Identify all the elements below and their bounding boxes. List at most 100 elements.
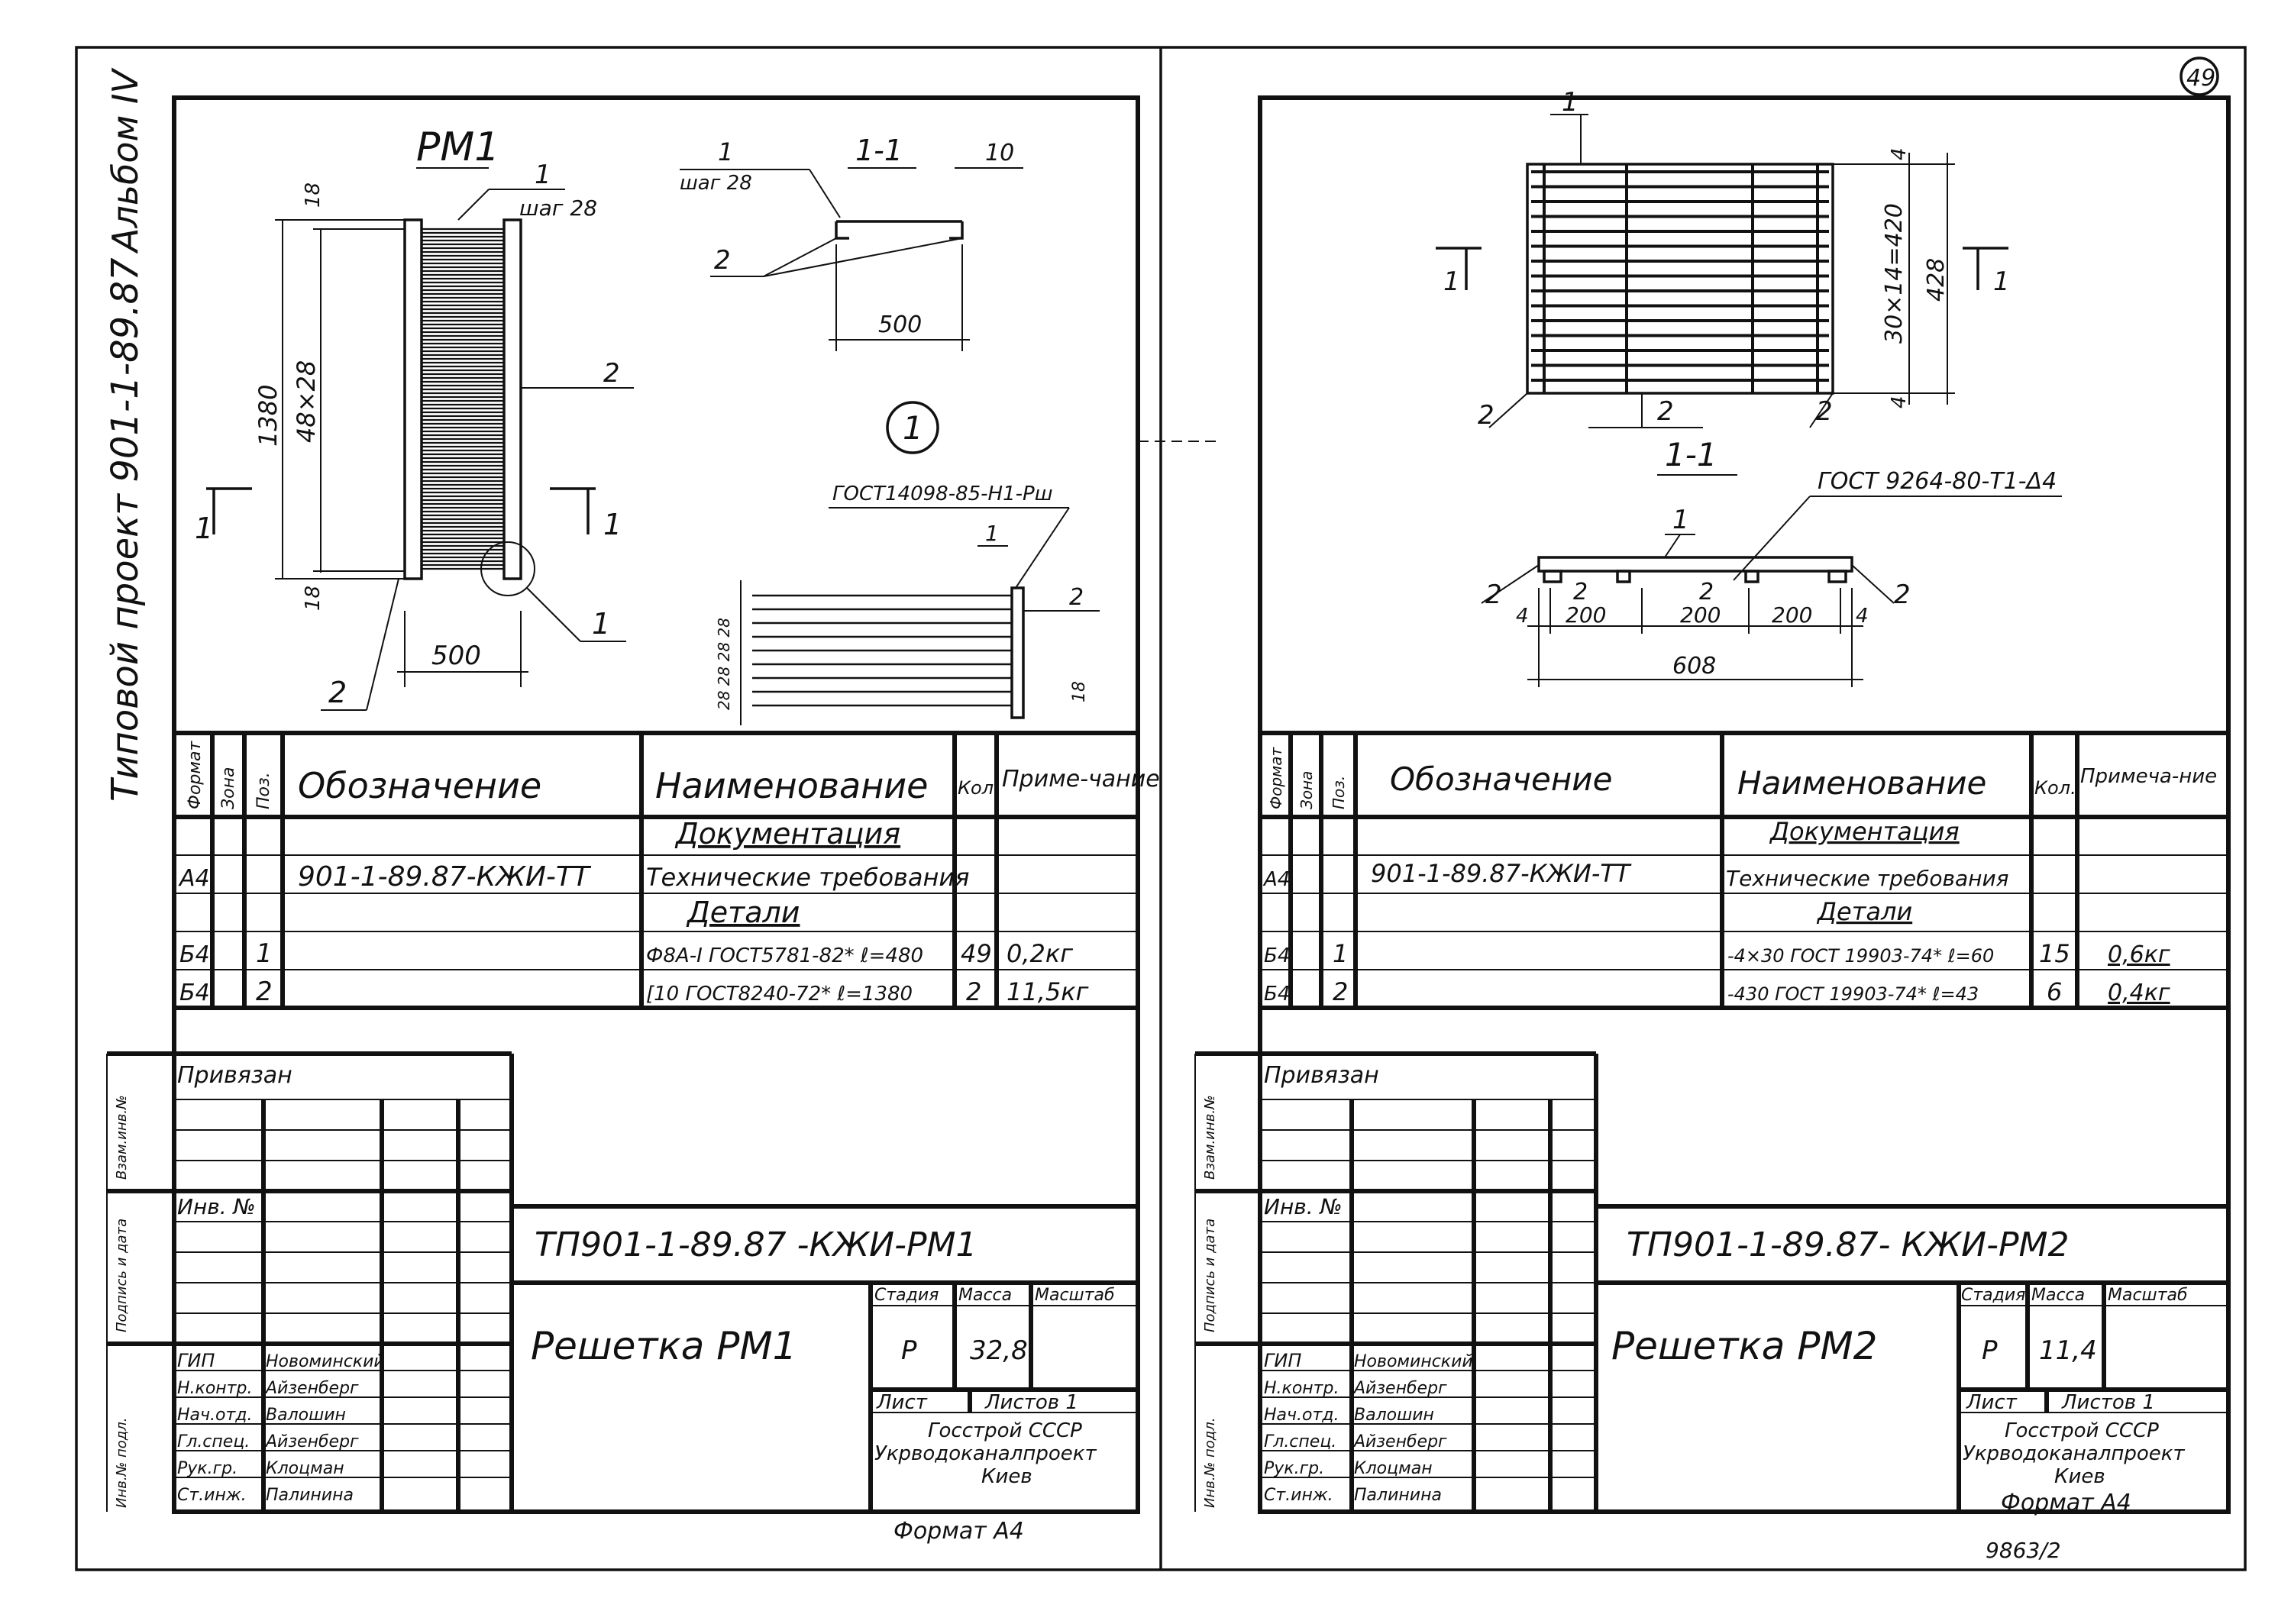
rm2-hdr-pos: Поз. [1330, 776, 1348, 809]
rm2-dim-mid: 30×14=420 [1881, 203, 1908, 344]
rm2-scale-h: Масштаб [2108, 1286, 2188, 1305]
rm1-dim-inner: 48×28 [292, 360, 321, 443]
rm1-org-3: Киев [981, 1465, 1032, 1488]
rm1-person-role-6: Ст.инж. [177, 1486, 247, 1505]
rm2-bars [1531, 164, 1829, 393]
rm1-plan-view: РМ1 18 18 1380 48×28 500 [195, 124, 634, 711]
rm2-row2-pos: 2 [1333, 977, 1348, 1006]
rm1-row1-pos: 1 [256, 938, 273, 969]
rm1-section-mark-left: 1 [195, 512, 213, 545]
rm2-d200b: 200 [1680, 602, 1721, 628]
rm1-spec-table: Формат Зона Поз. Обозначение Наименовани… [174, 731, 1160, 1010]
rm1-side-3: Взам.инв.№ [114, 1095, 130, 1180]
rm2-sheet: Лист [1966, 1391, 2018, 1414]
rm1-person-role-4: Гл.спец. [177, 1432, 250, 1451]
rm2-gost: ГОСТ 9264-80-Т1-Δ4 [1818, 468, 2057, 495]
rm1-title-block: Привязан Инв. № ТП901-1-89.87 -КЖИ-РМ1 Р… [106, 1051, 1138, 1545]
rm2-person-name-4: Айзенберг [1352, 1432, 1447, 1451]
rm2-mass: 11,4 [2039, 1335, 2097, 1366]
rm2-person-name-5: Клоцман [1354, 1459, 1433, 1478]
rm2-row1-pos: 1 [1333, 939, 1348, 968]
rm2-person-role-4: Гл.спец. [1264, 1432, 1336, 1451]
rm2-secmark-right: 1 [1993, 266, 2010, 297]
left-sheet: Типовой проект 901-1-89.87 Альбом IV РМ1… [104, 67, 1222, 1545]
rm2-plan-view: 1 1 1 4 30×14=420 428 4 2 2 2 [1436, 87, 2010, 431]
rm2-pos2a: 2 [1478, 400, 1494, 431]
rm2-org-1: Госстрой СССР [2005, 1419, 2159, 1442]
right-sheet: 49 1 1 1 4 30×14=420 428 4 2 2 [1194, 57, 2231, 1563]
rm2-s-pos2-1: 2 [1485, 580, 1502, 610]
rm1-bars [422, 228, 504, 570]
rm1-privyazan: Привязан [177, 1062, 292, 1089]
rm2-row2-qty: 6 [2047, 977, 2062, 1006]
rm2-hdr-note: Примеча-ние [2080, 765, 2217, 788]
rm1-doc-format: А4 [178, 865, 210, 892]
rm1-row2-pos: 2 [256, 977, 273, 1007]
rm1-section-parts: Детали [686, 896, 800, 929]
rm2-doc-id: 9863/2 [1986, 1538, 2061, 1563]
rm2-side-2: Подпись и дата [1202, 1219, 1218, 1332]
rm2-row1-note: 0,6кг [2108, 941, 2170, 968]
rm2-row1-qty: 15 [2039, 939, 2070, 968]
rm1-row2-note: 11,5кг [1007, 977, 1089, 1006]
rm1-person-name-1: Новоминский [266, 1352, 385, 1371]
rm2-s-pos2-3: 2 [1699, 579, 1714, 605]
rm2-pos1: 1 [1562, 87, 1578, 118]
rm1-node-pos2: 2 [1069, 584, 1084, 611]
rm1-row1-note: 0,2кг [1007, 939, 1073, 968]
rm2-d200c: 200 [1772, 602, 1812, 628]
rm1-node-dims: 28 28 28 28 [715, 618, 733, 710]
rm1-person-name-4: Айзенберг [264, 1432, 359, 1451]
rm1-person-role-3: Нач.отд. [177, 1406, 253, 1425]
rm2-mass-h: Масса [2031, 1286, 2085, 1305]
rm1-hdr-zone: Зона [219, 767, 238, 809]
rm1-person-role-2: Н.контр. [177, 1379, 252, 1398]
rm1-sec-pos2: 2 [714, 245, 731, 276]
rm2-person-name-6: Палинина [1354, 1486, 1442, 1505]
rm1-pos1-circle: 1 [592, 607, 610, 641]
rm2-s-pos2-4: 2 [1894, 580, 1911, 610]
rm1-width: 500 [431, 641, 481, 671]
rm1-hdr-designation: Обозначение [298, 765, 541, 806]
rm2-doc-name: Технические требования [1726, 866, 2009, 891]
left-inner-frame [172, 95, 1140, 1514]
rm2-org-2: Укрводоканалпроект [1963, 1442, 2185, 1465]
rm1-section-docs: Документация [674, 817, 900, 851]
rm1-dim-top: 18 [302, 182, 325, 208]
rm1-person-name-2: Айзенберг [264, 1379, 359, 1398]
rm1-doc-designation: 901-1-89.87-КЖИ-ТТ [298, 861, 592, 893]
rm1-row1-qty: 49 [961, 939, 992, 968]
rm2-pos2b: 2 [1657, 396, 1674, 427]
rm1-sheets: Листов 1 [984, 1391, 1078, 1414]
rm2-hdr-name: Наименование [1737, 764, 1986, 802]
side-project-title: Типовой проект 901-1-89.87 [104, 257, 147, 802]
rm2-person-role-3: Нач.отд. [1264, 1406, 1339, 1425]
rm1-sec-step: шаг 28 [680, 172, 752, 195]
rm1-sec-title: 1-1 [855, 134, 903, 167]
rm2-d200a: 200 [1566, 602, 1606, 628]
rm1-dim-total: 1380 [254, 385, 283, 447]
rm2-doc-designation: 901-1-89.87-КЖИ-ТТ [1371, 859, 1632, 888]
rm2-pos2c: 2 [1816, 396, 1833, 427]
rm1-pos2-bottom: 2 [328, 676, 347, 709]
rm1-person-role-5: Рук.гр. [177, 1459, 238, 1478]
rm1-sec-10: 10 [985, 140, 1014, 166]
rm1-row1-format: Б4 [179, 941, 210, 968]
rm2-sheet-num: 49 [2186, 65, 2215, 92]
rm1-stage-h: Стадия [874, 1286, 939, 1305]
rm2-org-3: Киев [2054, 1465, 2105, 1488]
rm1-mass-h: Масса [958, 1286, 1012, 1305]
rm2-row1-format: Б4 [1264, 944, 1290, 967]
rm1-person-role-1: ГИП [177, 1350, 215, 1371]
rm2-privyazan: Привязан [1264, 1062, 1379, 1089]
rm2-stage: Р [1982, 1335, 1998, 1366]
rm2-section-docs: Документация [1769, 817, 1960, 846]
rm2-hdr-zone: Зона [1297, 771, 1316, 809]
rm1-org-1: Госстрой СССР [928, 1419, 1082, 1442]
rm1-inv-no: Инв. № [177, 1194, 256, 1219]
node-bars [752, 594, 1012, 707]
rm2-s-pos2-2: 2 [1573, 579, 1588, 605]
rm1-hdr-format: Формат [186, 741, 205, 809]
rm2-person-name-1: Новоминский [1354, 1352, 1473, 1371]
rm1-pos2-right: 2 [603, 358, 620, 389]
